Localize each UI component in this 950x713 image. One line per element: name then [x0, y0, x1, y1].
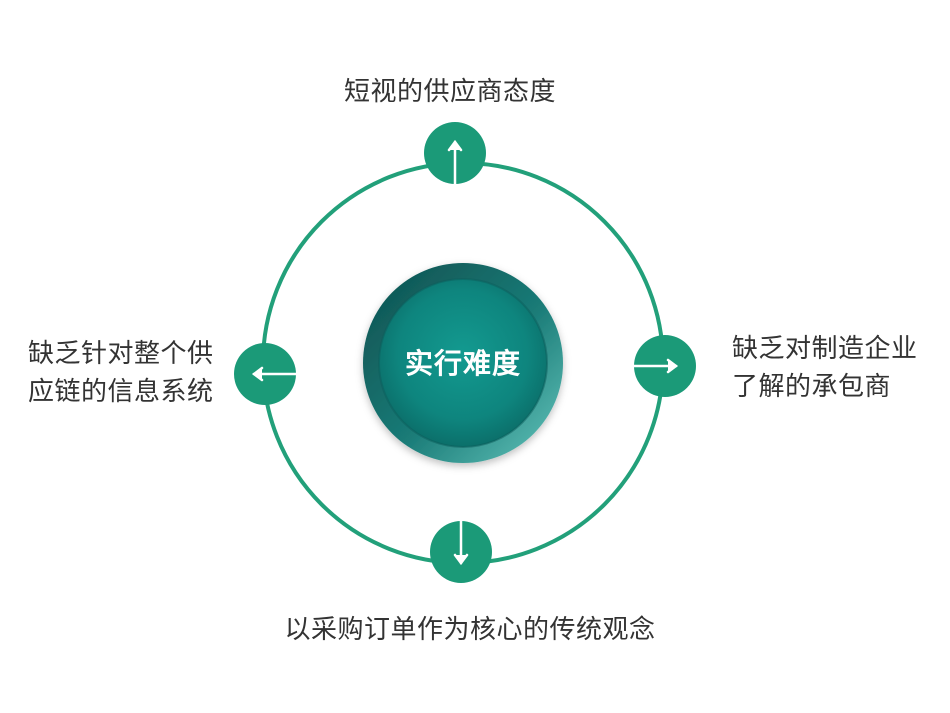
label-bottom: 以采购订单作为核心的传统观念: [0, 611, 940, 649]
label-right-line-1: 缺乏对制造企业: [732, 334, 918, 364]
label-top-line: 短视的供应商态度: [343, 77, 556, 107]
center-title: 实行难度: [404, 347, 521, 380]
arrow-up-icon: [447, 139, 463, 186]
label-left-line-1: 缺乏针对整个供: [28, 339, 214, 369]
arrow-left-icon: [251, 366, 298, 382]
label-bottom-line: 以采购订单作为核心的传统观念: [284, 615, 656, 645]
label-top: 短视的供应商态度: [0, 73, 900, 111]
node-bottom: [430, 519, 492, 583]
node-right: [632, 335, 696, 397]
arrow-down-icon: [453, 519, 469, 566]
node-top: [424, 122, 486, 186]
center-disc: [363, 263, 563, 463]
node-left: [234, 343, 298, 405]
label-left: 缺乏针对整个供 应链的信息系统: [28, 335, 214, 411]
label-right: 缺乏对制造企业 了解的承包商: [732, 330, 918, 406]
label-right-line-2: 了解的承包商: [732, 372, 892, 402]
arrow-right-icon: [632, 358, 679, 374]
label-left-line-2: 应链的信息系统: [28, 377, 214, 407]
